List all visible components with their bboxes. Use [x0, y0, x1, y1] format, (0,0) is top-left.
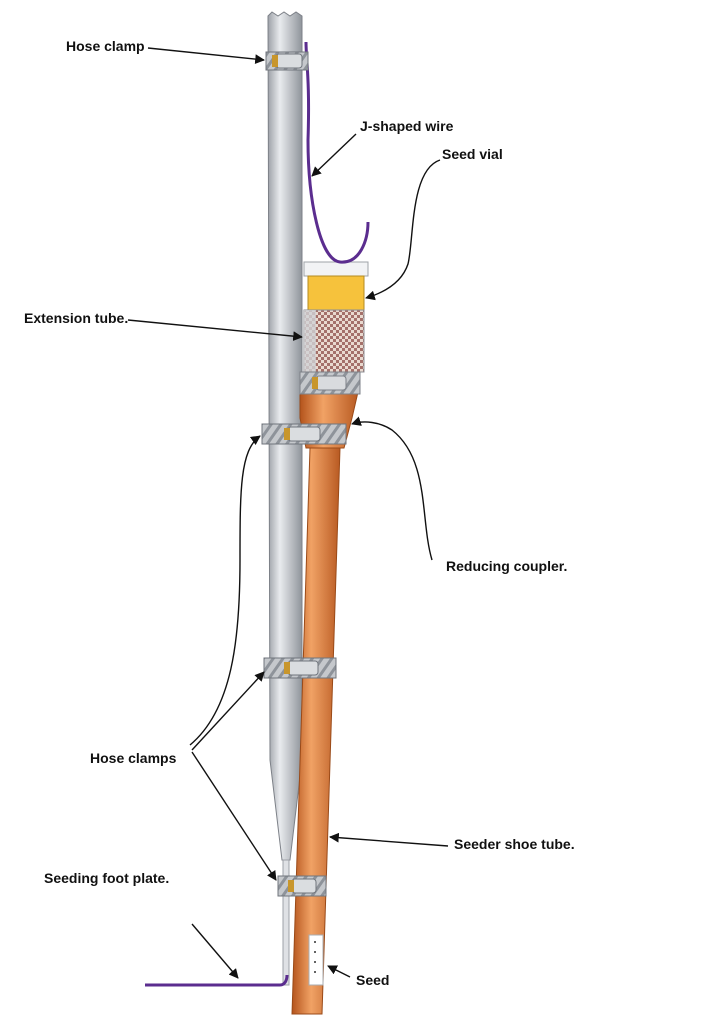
label-seed-vial: Seed vial: [442, 146, 503, 162]
arrow-hose-clamps-lower: [191, 751, 277, 881]
arrow-j-wire: [311, 133, 357, 177]
arrow-seed-vial: [365, 159, 441, 301]
arrow-hose-clamp: [147, 47, 265, 64]
arrow-extension-tube: [127, 319, 303, 342]
arrow-reducing-coupler: [351, 416, 433, 561]
label-seeder-shoe-tube: Seeder shoe tube.: [454, 836, 575, 852]
seed-vial: [299, 261, 369, 395]
leader-arrows: [127, 47, 449, 979]
arrow-hose-clamps-upper: [189, 435, 261, 746]
label-j-shaped-wire: J-shaped wire: [360, 118, 454, 134]
label-seed: Seed: [356, 972, 390, 988]
j-shaped-wire: [304, 41, 370, 264]
label-extension-tube: Extension tube.: [24, 310, 129, 326]
hose-clamp-upper: [261, 423, 347, 445]
label-hose-clamp: Hose clamp: [66, 38, 145, 54]
arrow-seed: [327, 965, 351, 978]
extension-tube: [267, 11, 303, 986]
seed-dots: [308, 934, 324, 986]
arrow-seeder-shoe-tube: [329, 832, 449, 847]
hose-clamp-lower: [277, 875, 327, 897]
arrow-seeding-foot-plate: [191, 923, 239, 979]
seeding-foot-plate-wire: [145, 974, 289, 987]
hose-clamp-top: [265, 51, 309, 71]
label-hose-clamps: Hose clamps: [90, 750, 177, 766]
hose-clamp-middle: [263, 657, 337, 679]
label-seeding-foot-plate: Seeding foot plate.: [44, 870, 170, 886]
label-reducing-coupler: Reducing coupler.: [446, 558, 568, 574]
arrow-hose-clamps-middle: [191, 671, 265, 751]
